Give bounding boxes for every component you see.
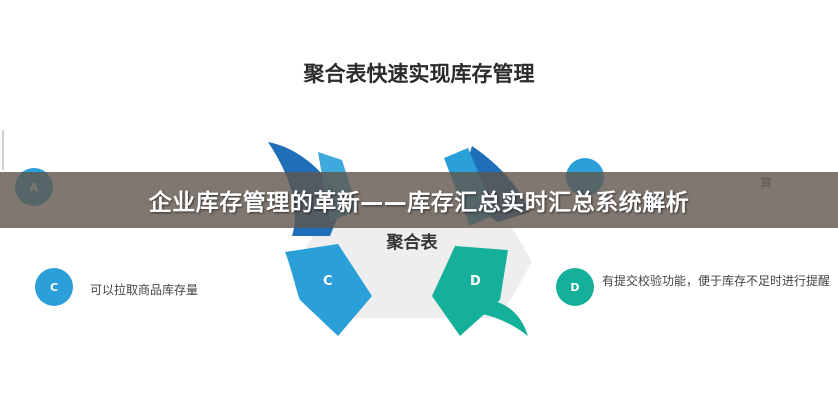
diagram-title: 聚合表快速实现库存管理 <box>303 62 535 86</box>
petal-d-letter: D <box>470 274 481 289</box>
hub-label: 聚合表 <box>386 233 438 253</box>
badge-d-letter: D <box>570 280 580 294</box>
edge-mark <box>2 130 4 170</box>
badge-c-letter: C <box>49 280 59 294</box>
badge-c: C <box>35 268 73 306</box>
title-banner <box>0 172 838 228</box>
banner-title: 企业库存管理的革新——库存汇总实时汇总系统解析 <box>148 190 690 216</box>
petal-c-letter: C <box>323 274 333 289</box>
petal-c <box>285 244 372 336</box>
item-c-text: 可以拉取商品库存量 <box>90 283 199 297</box>
petal-d <box>432 246 508 336</box>
item-d-text: 有提交校验功能，便于库存不足时进行提醒 <box>602 274 831 288</box>
petal-d-tail <box>470 299 528 336</box>
badge-d: D <box>556 268 594 306</box>
